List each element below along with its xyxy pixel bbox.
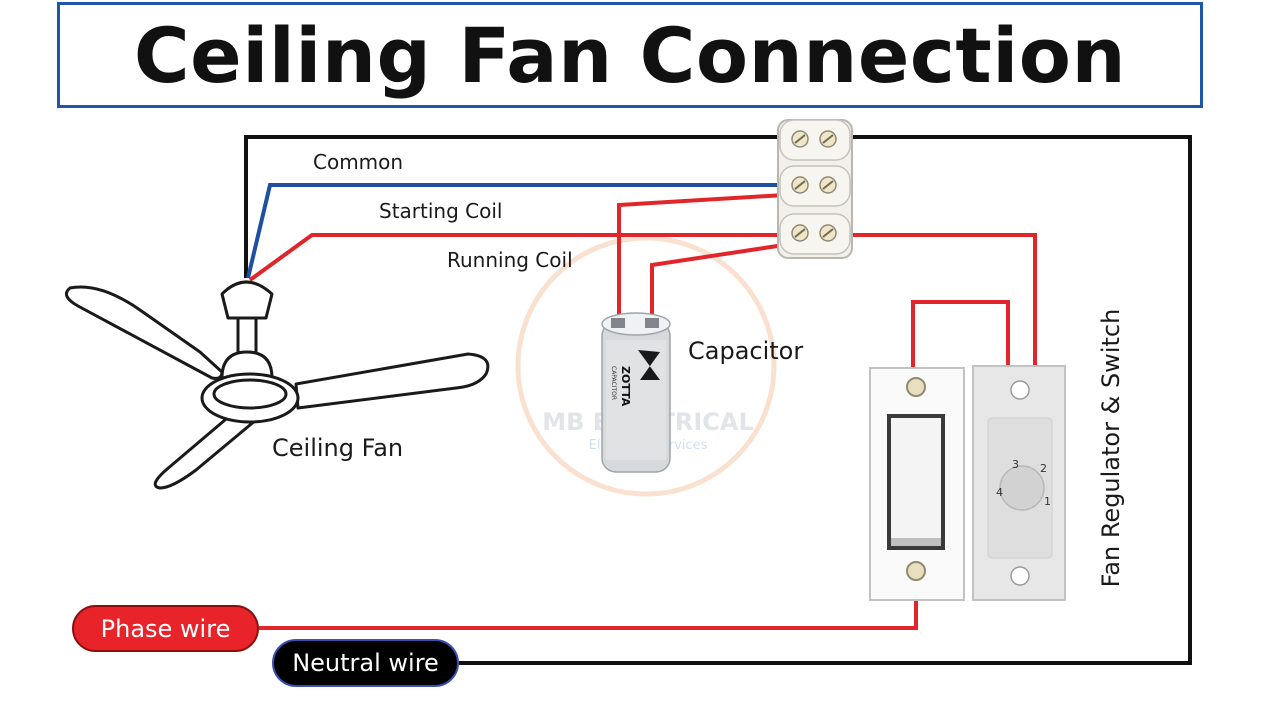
- capacitor: ZOTTA CAPACITOR: [601, 312, 671, 473]
- regulator-position-1: 1: [1044, 495, 1051, 508]
- terminal-block: [777, 119, 853, 259]
- switch: [869, 367, 965, 601]
- running-coil-wire: [248, 233, 784, 282]
- phase-wire: [259, 598, 918, 630]
- regulator-position-4: 4: [996, 486, 1003, 499]
- label-regulator-switch: Fan Regulator & Switch: [1097, 308, 1125, 588]
- ceiling-fan: [64, 280, 490, 490]
- title-box: Ceiling Fan Connection: [57, 2, 1203, 108]
- regulator-position-2: 2: [1040, 462, 1047, 475]
- label-starting-coil: Starting Coil: [379, 199, 503, 223]
- capacitor-wire-1: [617, 193, 785, 330]
- neutral-wire-label: Neutral wire: [272, 639, 459, 687]
- page-title: Ceiling Fan Connection: [133, 10, 1127, 100]
- label-ceiling-fan: Ceiling Fan: [272, 434, 404, 462]
- phase-wire-label: Phase wire: [72, 605, 259, 652]
- capacitor-brand: ZOTTA: [619, 366, 632, 407]
- neutral-wire: [244, 135, 1192, 665]
- capacitor-wire-2: [650, 243, 785, 330]
- label-capacitor: Capacitor: [688, 337, 804, 365]
- fan-regulator: 1 2 3 4: [972, 365, 1066, 601]
- switch-link-wire: [911, 300, 1010, 370]
- label-common: Common: [313, 150, 404, 174]
- regulator-feed-wire: [848, 233, 1037, 370]
- regulator-position-3: 3: [1012, 458, 1019, 471]
- common-wire: [246, 183, 784, 279]
- capacitor-brand-sub: CAPACITOR: [610, 366, 617, 400]
- label-running-coil: Running Coil: [447, 248, 573, 272]
